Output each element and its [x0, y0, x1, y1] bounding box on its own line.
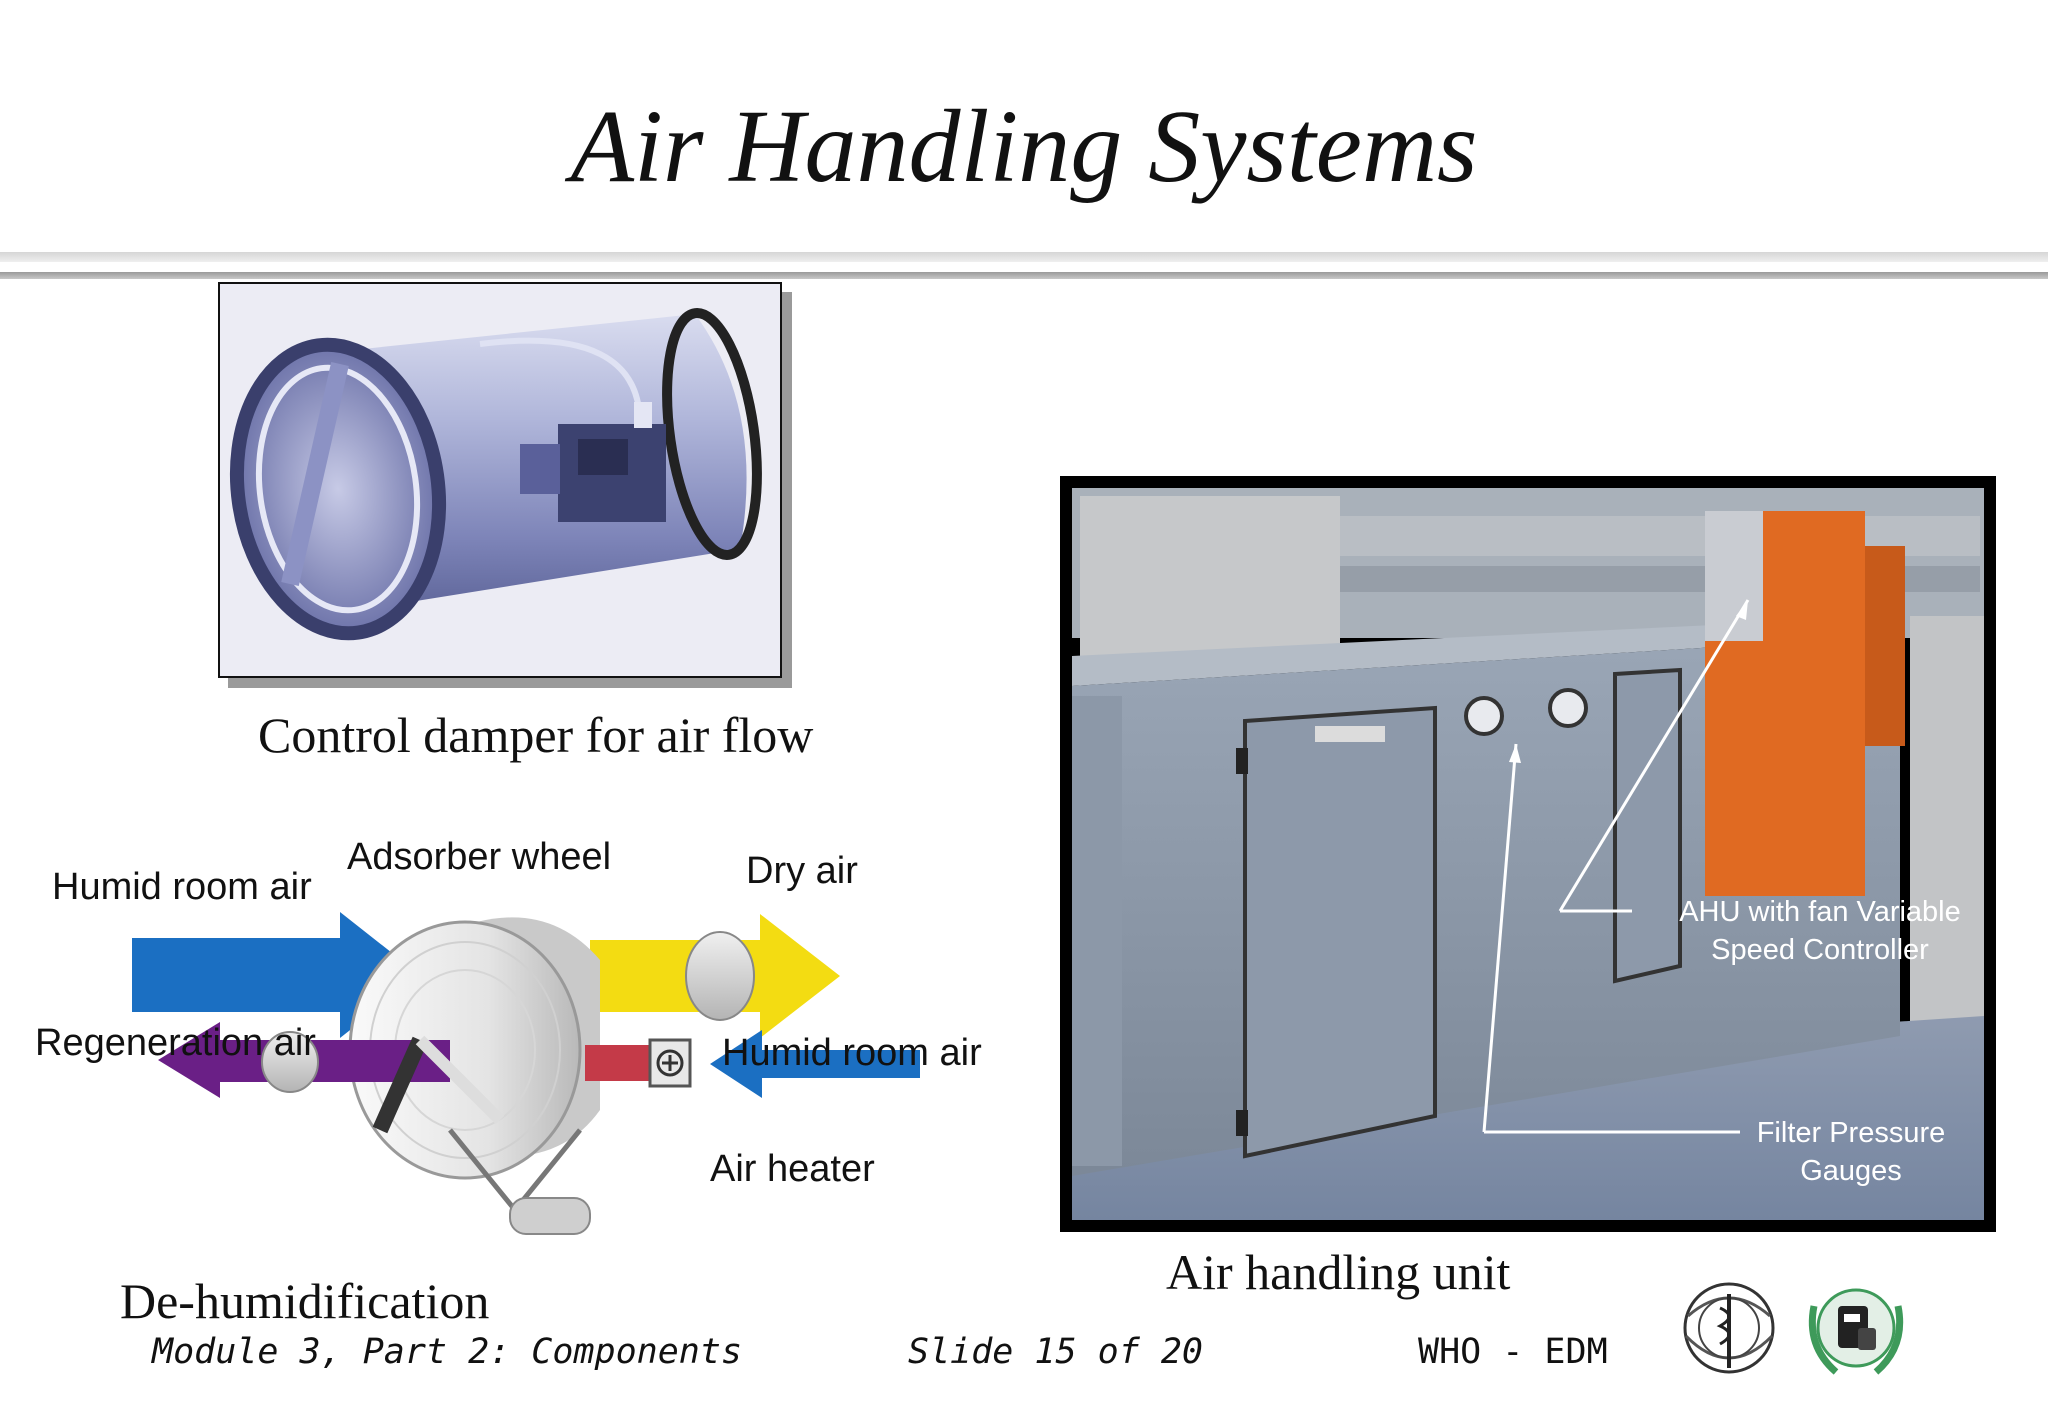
- gauges-callout-line1: Filter Pressure: [1756, 1117, 1946, 1149]
- damper-caption: Control damper for air flow: [258, 707, 814, 763]
- regeneration-air-label: Regeneration air: [35, 1022, 316, 1064]
- footer-module: Module 3, Part 2: Components: [152, 1332, 743, 1372]
- edm-logo: [1796, 1276, 1916, 1386]
- humid-air-in-arrow: [132, 912, 420, 1038]
- control-damper-image: [218, 282, 782, 678]
- gauges-callout-line2: Gauges: [1800, 1155, 1902, 1187]
- gauges-callout-label: Filter Pressure Gauges: [1736, 1114, 1966, 1190]
- gauges-callout-line: [1482, 743, 1518, 1133]
- controller-callout-line: [1558, 599, 1750, 912]
- slide-title: Air Handling Systems: [570, 89, 1478, 204]
- footer-organisation: WHO - EDM: [1418, 1332, 1608, 1372]
- air-heater-label: Air heater: [710, 1148, 875, 1190]
- dry-air-label: Dry air: [746, 850, 858, 892]
- footer-slide-number: Slide 15 of 20: [908, 1332, 1204, 1372]
- title-divider-light: [0, 252, 2048, 262]
- controller-callout-line1: AHU with fan Variable: [1679, 896, 1961, 928]
- who-logo: [1672, 1276, 1786, 1386]
- heater-duct: [585, 1045, 655, 1081]
- humid-room-air-right-label: Humid room air: [722, 1032, 982, 1074]
- ahu-illustration: [1072, 488, 1984, 1220]
- ahu-caption: Air handling unit: [1166, 1244, 1511, 1300]
- dehumidification-diagram: [120, 880, 960, 1250]
- controller-callout-line2: Speed Controller: [1711, 934, 1929, 966]
- humid-air-right-arrow: [710, 1030, 920, 1098]
- title-divider-dark: [0, 272, 2048, 279]
- controller-callout-label: AHU with fan Variable Speed Controller: [1660, 893, 1980, 969]
- dehumidifier-illustration: [132, 912, 920, 1235]
- dehumidification-caption: De-humidification: [120, 1273, 490, 1329]
- air-handling-unit-photo: [1060, 476, 1996, 1232]
- damper-illustration: [229, 308, 762, 641]
- humid-room-air-label: Humid room air: [52, 866, 312, 908]
- adsorber-wheel-label: Adsorber wheel: [347, 836, 612, 878]
